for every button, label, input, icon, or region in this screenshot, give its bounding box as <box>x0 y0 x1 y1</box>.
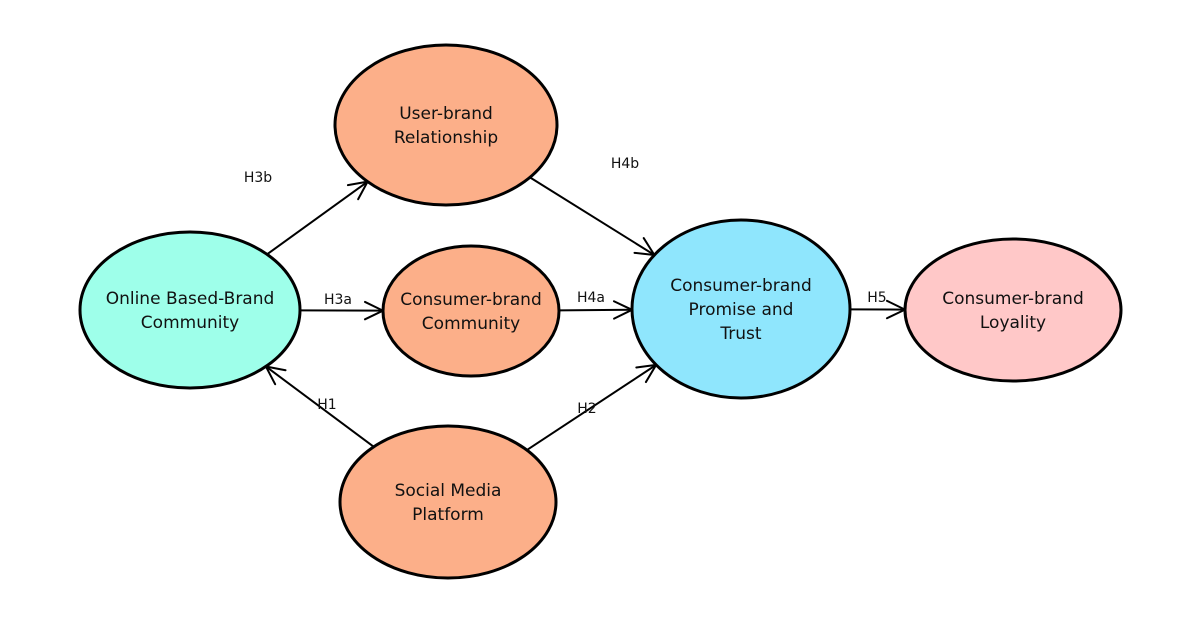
edge-label-ubr-cbpt: H4b <box>611 156 639 172</box>
node-label-obc-line-1: Online Based-Brand <box>106 289 275 309</box>
edge-cbc-cbpt: H4a <box>558 290 634 320</box>
edge-smp-obc: H1 <box>264 365 375 448</box>
node-shape-obc <box>78 230 302 390</box>
node-shape-cbc <box>381 244 561 378</box>
node-label-cbl-line-1: Consumer-brand <box>942 289 1084 309</box>
edge-obc-ubr: H3b <box>244 170 369 256</box>
edge-label-smp-cbpt: H2 <box>577 401 596 417</box>
edge-cbpt-cbl: H5 <box>849 290 907 320</box>
node-label-cbpt-line-2: Promise and <box>689 300 794 320</box>
edge-label-obc-cbc: H3a <box>324 292 352 308</box>
edge-obc-cbc: H3a <box>299 292 385 321</box>
edge-line-ubr-cbpt <box>529 176 655 256</box>
edge-line-obc-ubr <box>266 180 369 256</box>
node-label-obc-line-2: Community <box>141 313 239 333</box>
node-label-smp-line-1: Social Media <box>395 481 502 501</box>
node-label-cbc-line-2: Community <box>422 314 520 334</box>
node-label-cbl-line-2: Loyality <box>980 313 1046 333</box>
node-label-cbpt-line-3: Trust <box>719 324 762 344</box>
node-shape-smp <box>338 424 558 580</box>
edge-label-cbc-cbpt: H4a <box>577 290 605 306</box>
node-label-ubr-line-1: User-brand <box>399 104 493 124</box>
edge-smp-cbpt: H2 <box>526 363 658 451</box>
edge-label-smp-obc: H1 <box>317 397 336 413</box>
node-label-smp-line-2: Platform <box>412 505 484 525</box>
node-label-cbpt-line-1: Consumer-brand <box>670 276 812 296</box>
node-label-cbc-line-1: Consumer-brand <box>400 290 542 310</box>
node-shape-ubr <box>333 43 559 207</box>
node-shape-cbpt <box>630 218 852 400</box>
edge-label-obc-ubr: H3b <box>244 170 272 186</box>
nodes-layer: Online Based-BrandCommunityUser-brandRel… <box>78 43 1123 580</box>
edge-line-smp-cbpt <box>526 364 657 451</box>
edge-label-cbpt-cbl: H5 <box>867 290 886 306</box>
edge-ubr-cbpt: H4b <box>529 156 656 256</box>
node-shape-cbl <box>903 237 1123 383</box>
edge-line-cbc-cbpt <box>558 308 633 312</box>
edge-line-smp-obc <box>265 365 375 448</box>
node-label-ubr-line-2: Relationship <box>394 128 498 148</box>
